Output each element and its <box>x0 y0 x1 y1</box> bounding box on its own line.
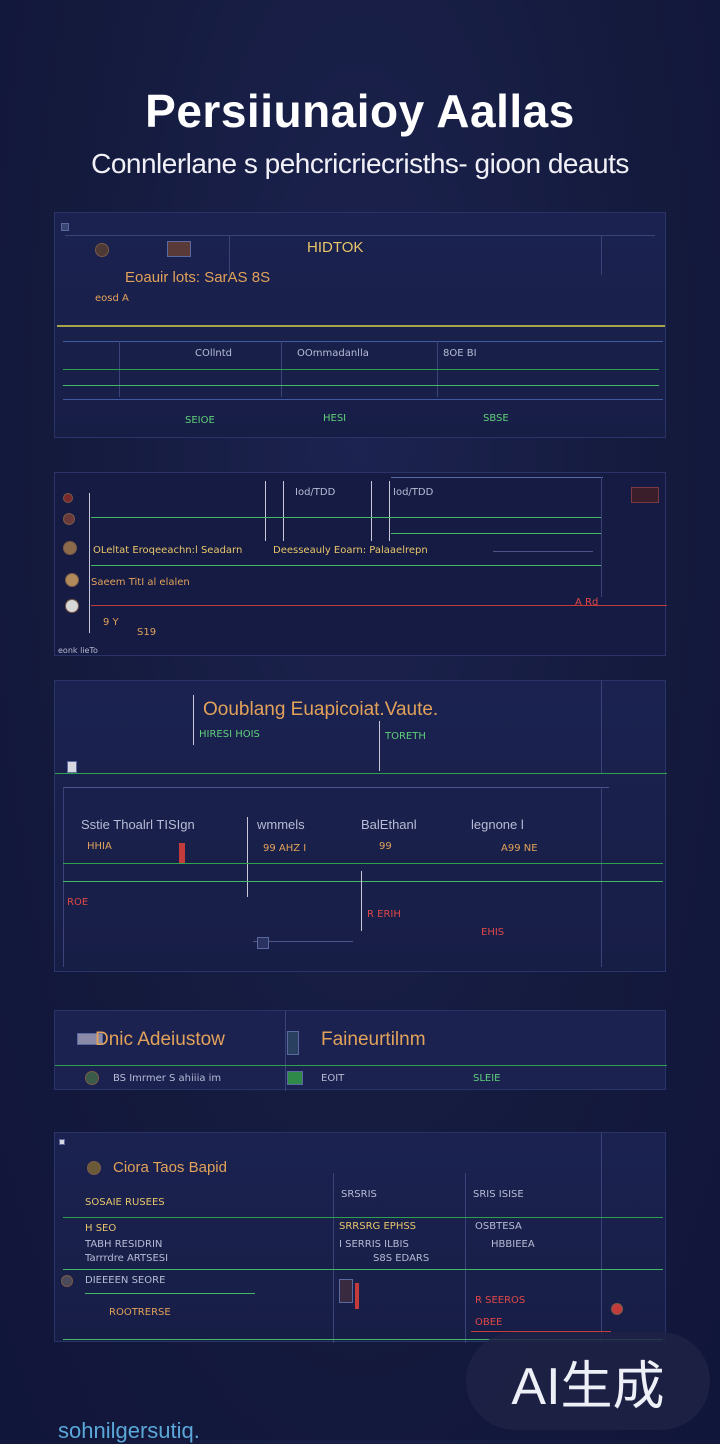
row1-cell-3: 99 <box>379 841 392 852</box>
detail-left-2: H SEO <box>85 1223 117 1234</box>
row2-cell-3: EHIS <box>481 927 505 938</box>
detail-mid-1: SRRSRG EPHSS <box>339 1221 417 1232</box>
panel5-heading: Ciora Taos Bapid <box>113 1159 227 1176</box>
panel1-sub: eosd A <box>95 293 129 304</box>
detail-note-3: R SEEROS <box>475 1295 526 1306</box>
col-header-3: 8OE BI <box>443 348 477 359</box>
detail-note-1: DIEEEEN SEORE <box>85 1275 166 1286</box>
detail-mid-3: S8S EDARS <box>373 1253 430 1264</box>
col-header-1: COllntd <box>195 348 233 359</box>
panel2-foot-3: A Rd <box>575 597 599 608</box>
summary-right-sub: EOIT <box>321 1073 345 1084</box>
panel-comparison: Ooublang Euapicoiat.Vaute. HIRESI HOIS T… <box>54 680 667 972</box>
panel2-caption: eonk lieTo <box>58 646 98 655</box>
summary-small-icon <box>85 1071 99 1085</box>
detail-right-1: HBBIEEA <box>491 1239 535 1250</box>
panel-list: Iod/TDD Iod/TDD OLeltat Eroqeeachn:l Sea… <box>54 472 667 656</box>
summary-left-sub: BS Imrmer S ahiiia im <box>113 1073 222 1084</box>
panel3-pin-icon <box>67 761 77 773</box>
summary-far-right: SLEIE <box>473 1073 501 1084</box>
status-icon-3 <box>63 541 77 555</box>
status-icon-4 <box>65 573 79 587</box>
detail-alert-icon <box>611 1303 623 1315</box>
detail-flag-icon <box>339 1279 353 1303</box>
col-models: wmmels <box>257 817 305 832</box>
status-icon-1 <box>63 493 73 503</box>
panel5-logo-icon <box>87 1161 101 1175</box>
col-balance: BalEthanl <box>361 817 417 832</box>
list-row-3[interactable]: Saeem TitI al elalen <box>91 577 190 588</box>
detail-note-2: ROOTRERSE <box>109 1307 171 1318</box>
panel5-col3: SRIS ISISE <box>473 1189 524 1200</box>
detail-note-4: OBEE <box>475 1317 503 1328</box>
page-title: Persiiunaioy Aallas <box>145 85 575 137</box>
status-icon-5 <box>65 599 79 613</box>
row1-cell-1: HHIA <box>87 841 112 852</box>
panel2-close-icon[interactable] <box>631 487 659 503</box>
panel1-foot-1: SEIOE <box>185 415 215 426</box>
panel3-square-icon <box>257 937 269 949</box>
list-row-1[interactable]: OLeltat Eroqeeachn:l Seadarn <box>93 545 243 556</box>
panel2-foot-1: 9 Y <box>103 617 119 628</box>
panel-summary: Dnic Adeiustow Faineurtilnm BS Imrmer S … <box>54 1010 667 1091</box>
panel5-marker-icon <box>59 1139 65 1145</box>
status-icon-2 <box>63 513 75 525</box>
list-row-2[interactable]: Deesseauly Eoarn: Palaaelrepn <box>273 545 428 556</box>
detail-mid-2: I SERRIS ILBIS <box>339 1239 409 1250</box>
panel2-tab[interactable]: Iod/TDD <box>295 487 336 498</box>
arrow-icon <box>77 1033 103 1045</box>
panel1-heading: Eoauir lots: SarAS 8S <box>125 269 271 286</box>
tab-hidtok[interactable]: HIDTOK <box>307 239 364 256</box>
row2-cell-2: R ERIH <box>367 909 401 920</box>
footer-text: sohnilgersutiq. <box>58 1418 200 1443</box>
panel2-tab-right[interactable]: Iod/TDD <box>393 487 434 498</box>
col-legend: legnone l <box>471 817 524 832</box>
row1-cell-2: 99 AHZ I <box>263 843 307 854</box>
detail-icon-1 <box>61 1275 73 1287</box>
panel3-heading: Ooublang Euapicoiat.Vaute. <box>203 699 439 720</box>
panel1-foot-2: HESI <box>323 413 347 424</box>
summary-chart-icon <box>287 1031 299 1055</box>
panel2-foot-2: S19 <box>137 627 157 638</box>
detail-left-1: SOSAIE RUSEES <box>85 1197 165 1208</box>
row2-cell-1: ROE <box>67 897 89 908</box>
ai-generated-badge: AI生成 <box>466 1332 710 1430</box>
summary-left-label: Dnic Adeiustow <box>95 1029 225 1050</box>
summary-grid-icon <box>287 1071 303 1085</box>
col-theme: Sstie Thoalrl TISIgn <box>81 817 195 832</box>
col-header-2: OOmmadanlla <box>297 348 369 359</box>
panel5-col2: SRSRIS <box>341 1189 377 1200</box>
detail-left-4: Tarrrdre ARTSESI <box>85 1253 169 1264</box>
corner-marker-icon <box>61 223 69 231</box>
panel-details: Ciora Taos Bapid SRSRIS SRIS ISISE SOSAI… <box>54 1132 666 1343</box>
page-subtitle: Connlerlane s pehcricriecrisths- gioon d… <box>91 148 629 179</box>
grid-icon <box>167 241 191 257</box>
panel3-sub-left: HIRESI HOIS <box>199 729 260 740</box>
row1-cell-4: A99 NE <box>501 843 538 854</box>
avatar-icon <box>95 243 109 257</box>
panel3-sub-right: TORETH <box>385 731 426 742</box>
detail-right-2: OSBTESA <box>475 1221 522 1232</box>
panel1-foot-3: SBSE <box>483 413 509 424</box>
detail-left-3: TABH RESIDRIN <box>85 1239 163 1250</box>
summary-right-label: Faineurtilnm <box>321 1029 426 1050</box>
panel-overview: HIDTOK Eoauir lots: SarAS 8S eosd A COll… <box>54 212 666 438</box>
